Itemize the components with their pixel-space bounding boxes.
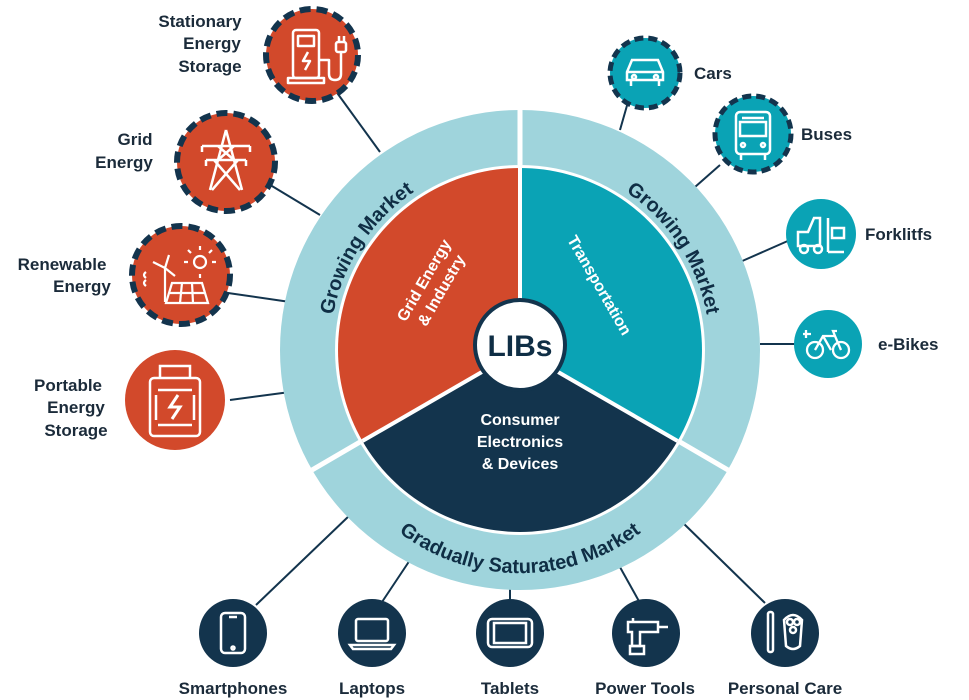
left-label-2-line0: Renewable (18, 255, 107, 274)
smartphone-icon (199, 599, 267, 667)
connector-lines (227, 89, 795, 606)
center-label: LIBs (487, 330, 552, 363)
left-label-1-line1: Energy (95, 153, 153, 172)
ebike-icon (794, 310, 862, 378)
bottom-label-1: Laptops (339, 679, 405, 698)
right-label-0: Cars (694, 64, 732, 83)
tablet-icon (476, 599, 544, 667)
laptop-icon (338, 599, 406, 667)
left-label-0: Stationary Energy Storage (158, 12, 242, 76)
bus-icon (712, 93, 794, 175)
wedge-transportation (520, 168, 702, 441)
wedge-consumer-line3: & Devices (482, 456, 559, 473)
car-icon (607, 35, 683, 111)
charging-station-icon (263, 6, 361, 104)
bottom-label-3: Power Tools (595, 679, 695, 698)
left-label-0-line1: Energy (183, 34, 241, 53)
left-label-3-line2: Storage (44, 421, 107, 440)
center-circle (473, 298, 567, 392)
battery-pack-icon (125, 350, 225, 450)
left-label-3-line1: Energy (47, 398, 105, 417)
wedge-consumer-line2: Electronics (477, 434, 563, 451)
left-label-2-line1: Energy (53, 277, 111, 296)
left-label-0-line2: Storage (178, 57, 241, 76)
wedge-consumer-line1: Consumer (480, 412, 559, 429)
wedge-grid-energy (338, 168, 520, 441)
right-label-2: Forklitfs (865, 225, 932, 244)
drill-icon (612, 599, 680, 667)
bottom-label-2: Tablets (481, 679, 539, 698)
solar-wind-icon (129, 223, 233, 327)
left-label-0-line0: Stationary (158, 12, 242, 31)
bottom-label-4: Personal Care (728, 679, 842, 698)
wedge-consumer-electronics (362, 350, 678, 532)
left-label-3-line0: Portable (34, 376, 102, 395)
right-label-3: e-Bikes (878, 335, 938, 354)
shaver-icon (751, 599, 819, 667)
forklift-icon (786, 199, 856, 269)
power-tower-icon (174, 110, 278, 214)
bottom-label-0: Smartphones (179, 679, 288, 698)
left-label-1: Grid Energy (95, 130, 153, 172)
right-label-1: Buses (801, 125, 852, 144)
left-label-2: Renewable Energy (18, 255, 112, 296)
left-label-1-line0: Grid (118, 130, 153, 149)
ring-separators (310, 110, 730, 473)
left-label-3: Portable Energy Storage (34, 376, 108, 440)
